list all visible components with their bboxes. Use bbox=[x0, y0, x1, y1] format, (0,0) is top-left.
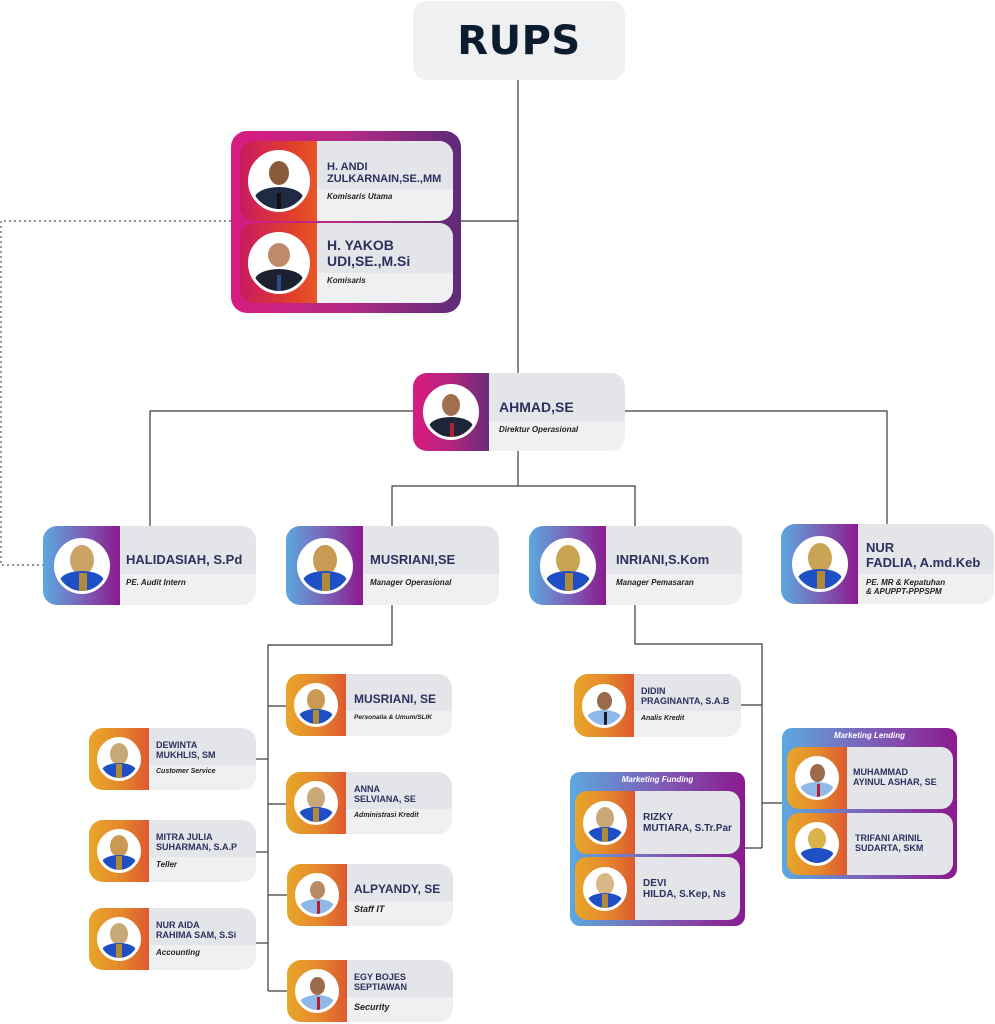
card-marketing-lending-2: TRIFANI ARINIL SUDARTA, SKM bbox=[787, 813, 953, 875]
person-name: UDI,SE.,M.Si bbox=[327, 252, 411, 269]
group-title: Marketing Funding bbox=[621, 775, 694, 784]
person-role: PE. Audit Intern bbox=[126, 578, 186, 587]
person-name: EGY BOJES bbox=[354, 972, 406, 983]
person-name: RIZKY bbox=[643, 811, 673, 823]
person-role: Komisaris bbox=[327, 276, 366, 285]
avatar bbox=[795, 756, 839, 800]
person-name: NUR AIDA bbox=[156, 920, 200, 931]
card-customer-service: DEWINTA MUKHLIS, SM Customer Service bbox=[89, 728, 256, 790]
person-name: RAHIMA SAM, S.Si bbox=[156, 930, 237, 941]
card-marketing-funding-1: RIZKY MUTIARA, S.Tr.Par bbox=[575, 791, 740, 854]
connector-operasional-down bbox=[267, 605, 393, 991]
person-name: AHMAD,SE bbox=[499, 398, 574, 415]
group-title: Marketing Lending bbox=[833, 731, 906, 740]
card-security: EGY BOJES SEPTIAWAN Security bbox=[287, 960, 453, 1022]
person-name: MUTIARA, S.Tr.Par bbox=[643, 822, 732, 834]
person-name: SUDARTA, SKM bbox=[855, 843, 924, 853]
avatar bbox=[791, 536, 848, 592]
card-accounting: NUR AIDA RAHIMA SAM, S.Si Accounting bbox=[89, 908, 256, 970]
connector-audit-dotted bbox=[0, 220, 231, 566]
card-teller: MITRA JULIA SUHARMAN, S.A.P Teller bbox=[89, 820, 256, 882]
avatar bbox=[97, 737, 141, 781]
avatar bbox=[423, 384, 479, 440]
avatar bbox=[294, 781, 338, 825]
person-name: DEVI bbox=[643, 877, 667, 889]
avatar bbox=[53, 537, 110, 594]
avatar bbox=[583, 866, 627, 911]
person-name: HALIDASIAH, S.Pd bbox=[126, 551, 243, 567]
person-name: SUHARMAN, S.A.P bbox=[156, 842, 238, 853]
person-role: Customer Service bbox=[156, 768, 216, 775]
person-name: MUSRIANI, SE bbox=[354, 691, 437, 706]
person-name: ALPYANDY, SE bbox=[354, 881, 441, 896]
card-staff-it: ALPYANDY, SE Staff IT bbox=[287, 864, 453, 926]
person-role: PE. MR & Kepatuhan bbox=[866, 578, 946, 587]
avatar bbox=[294, 683, 338, 727]
person-role: Analis Kredit bbox=[641, 715, 685, 722]
person-name: INRIANI,S.Kom bbox=[616, 551, 710, 567]
avatar bbox=[583, 800, 627, 845]
avatar bbox=[539, 537, 596, 594]
card-manager-pemasaran: INRIANI,S.Kom Manager Pemasaran bbox=[529, 526, 742, 605]
card-personalia: MUSRIANI, SE Personalia & Umum/SLIK bbox=[286, 674, 452, 736]
person-name: MUSRIANI,SE bbox=[370, 551, 456, 567]
card-administrasi-kredit: ANNA SELVIANA, SE Administrasi Kredit bbox=[286, 772, 452, 834]
person-role: Manager Pemasaran bbox=[616, 578, 694, 587]
card-analis-kredit: DIDIN PRAGINANTA, S.A.B Analis Kredit bbox=[574, 674, 741, 737]
connector-direktur-left bbox=[149, 410, 413, 526]
person-name: MUKHLIS, SM bbox=[156, 750, 216, 761]
person-name: NUR bbox=[866, 540, 895, 556]
person-role: Komisaris Utama bbox=[327, 192, 393, 201]
person-name: AYINUL ASHAR, SE bbox=[853, 777, 937, 787]
person-role: Manager Operasional bbox=[370, 578, 452, 587]
person-name: SELVIANA, SE bbox=[354, 794, 416, 805]
card-audit-intern: HALIDASIAH, S.Pd PE. Audit Intern bbox=[43, 526, 256, 605]
person-role: Personalia & Umum/SLIK bbox=[354, 714, 433, 721]
person-name: H. ANDI bbox=[327, 160, 368, 173]
connector-managers bbox=[391, 485, 636, 526]
avatar bbox=[247, 232, 310, 294]
avatar bbox=[795, 822, 839, 866]
card-komisaris: H. YAKOB UDI,SE.,M.Si Komisaris bbox=[240, 223, 453, 303]
person-role: Administrasi Kredit bbox=[354, 812, 419, 819]
avatar bbox=[296, 537, 353, 594]
card-pe-mr-kepatuhan: NUR FADLIA, A.md.Keb PE. MR & Kepatuhan … bbox=[781, 524, 994, 604]
avatar bbox=[582, 683, 626, 728]
person-name: MITRA JULIA bbox=[156, 832, 213, 843]
person-role: & APUPPT-PPPSPM bbox=[866, 587, 942, 596]
avatar bbox=[97, 917, 141, 961]
person-name: DEWINTA bbox=[156, 740, 198, 751]
avatar bbox=[295, 969, 339, 1013]
person-role: Accounting bbox=[156, 948, 200, 957]
avatar bbox=[247, 150, 310, 212]
card-manager-operasional: MUSRIANI,SE Manager Operasional bbox=[286, 526, 499, 605]
person-role: Teller bbox=[156, 860, 178, 869]
connector-pemasaran-down bbox=[634, 605, 763, 848]
person-name: FADLIA, A.md.Keb bbox=[866, 554, 981, 570]
person-role: Staff IT bbox=[354, 904, 385, 914]
avatar bbox=[97, 829, 141, 873]
person-name: H. YAKOB bbox=[327, 237, 394, 254]
person-role: Security bbox=[354, 1002, 390, 1012]
card-marketing-lending-1: MUHAMMAD AYINUL ASHAR, SE bbox=[787, 747, 953, 809]
person-name: PRAGINANTA, S.A.B bbox=[641, 696, 730, 707]
card-marketing-funding-2: DEVI HILDA, S.Kep, Ns bbox=[575, 857, 740, 920]
card-direktur: AHMAD,SE Direktur Operasional bbox=[413, 373, 625, 451]
person-name: DIDIN bbox=[641, 686, 666, 697]
person-name: HILDA, S.Kep, Ns bbox=[643, 888, 726, 900]
person-name: MUHAMMAD bbox=[853, 767, 908, 778]
person-name: ZULKARNAIN,SE.,MM bbox=[327, 172, 442, 185]
rups-title: RUPS bbox=[457, 17, 581, 64]
avatar bbox=[295, 873, 339, 917]
person-name: TRIFANI ARINIL bbox=[855, 833, 923, 844]
card-komisaris-utama: H. ANDI ZULKARNAIN,SE.,MM Komisaris Utam… bbox=[240, 141, 453, 221]
connector-direktur-right bbox=[625, 410, 888, 524]
person-name: SEPTIAWAN bbox=[354, 982, 408, 993]
rups-box: RUPS bbox=[413, 1, 625, 80]
person-name: ANNA bbox=[354, 784, 380, 795]
person-role: Direktur Operasional bbox=[499, 425, 579, 434]
